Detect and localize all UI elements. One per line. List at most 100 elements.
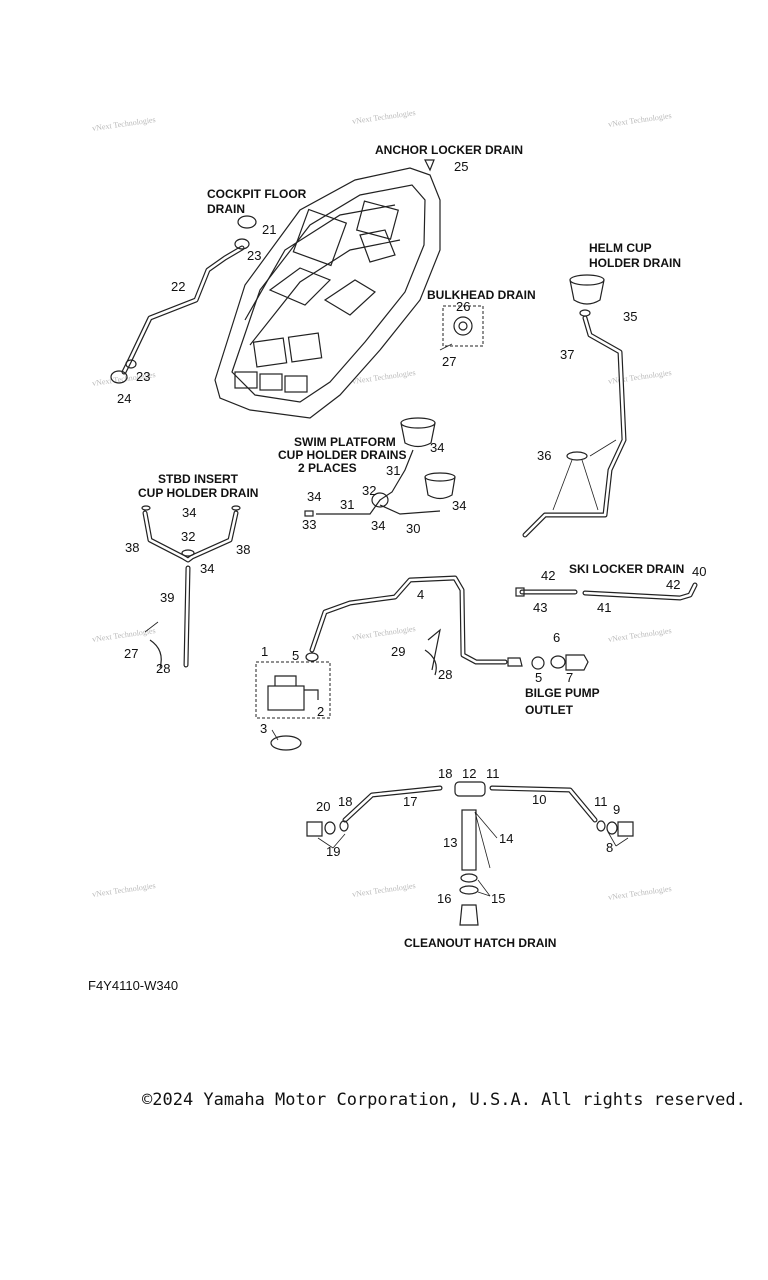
callout-23: 23 — [247, 248, 261, 263]
title-bilge-pump-outlet: BILGE PUMP — [525, 686, 600, 700]
title-cockpit-floor-drain: COCKPIT FLOOR — [207, 187, 307, 201]
watermark: vNext Technologies — [352, 624, 417, 642]
callout-42: 42 — [666, 577, 680, 592]
callout-17: 17 — [403, 794, 417, 809]
callout-42: 42 — [541, 568, 555, 583]
callout-12: 12 — [462, 766, 476, 781]
callout-25: 25 — [454, 159, 468, 174]
bilge-pump-outlet — [507, 654, 589, 671]
title-anchor-locker-drain: ANCHOR LOCKER DRAIN — [375, 143, 523, 157]
callout-34: 34 — [182, 505, 196, 520]
callout-3: 3 — [260, 721, 267, 736]
callout-28: 28 — [156, 661, 170, 676]
callout-6: 6 — [553, 630, 560, 645]
watermarks: vNext Technologies vNext Technologies vN… — [92, 108, 673, 902]
cleanout-hatch-drain — [306, 781, 634, 926]
callout-34: 34 — [452, 498, 466, 513]
bulkhead-drain-box — [439, 305, 484, 351]
callout-40: 40 — [692, 564, 706, 579]
callout-29: 29 — [391, 644, 405, 659]
drain-plug-25 — [424, 159, 435, 172]
watermark: vNext Technologies — [608, 368, 673, 386]
title-cleanout-hatch-drain: CLEANOUT HATCH DRAIN — [404, 936, 556, 950]
callout-16: 16 — [437, 891, 451, 906]
callout-18: 18 — [338, 794, 352, 809]
callout-24: 24 — [117, 391, 131, 406]
callout-14: 14 — [499, 831, 513, 846]
callout-4: 4 — [417, 587, 424, 602]
callout-43: 43 — [533, 600, 547, 615]
bilge-pump-box — [255, 661, 331, 751]
title-swim-platform: SWIM PLATFORM — [294, 435, 396, 449]
title-stbd-insert-line2: CUP HOLDER DRAIN — [138, 486, 258, 500]
title-stbd-insert: STBD INSERT — [158, 472, 239, 486]
callout-11: 11 — [486, 766, 500, 781]
title-swim-platform-line3: 2 PLACES — [298, 461, 357, 475]
callout-26: 26 — [456, 299, 470, 314]
callout-19: 19 — [326, 844, 340, 859]
section-titles: ANCHOR LOCKER DRAIN COCKPIT FLOOR DRAIN … — [138, 143, 684, 950]
callout-5: 5 — [535, 670, 542, 685]
title-bilge-pump-outlet-line2: OUTLET — [525, 703, 574, 717]
boat-hull-illustration — [214, 167, 441, 419]
callout-38: 38 — [236, 542, 250, 557]
watermark: vNext Technologies — [608, 626, 673, 644]
callout-28: 28 — [438, 667, 452, 682]
callout-37: 37 — [560, 347, 574, 362]
callout-34: 34 — [371, 518, 385, 533]
callout-34: 34 — [200, 561, 214, 576]
swim-platform-cup-holders — [304, 417, 456, 517]
watermark: vNext Technologies — [608, 111, 673, 129]
title-helm-cup-holder-drain-line2: HOLDER DRAIN — [589, 256, 681, 270]
part-callouts: 25 21 23 22 23 24 26 27 35 37 36 34 31 3… — [117, 159, 706, 906]
callout-13: 13 — [443, 835, 457, 850]
bilge-hose — [305, 575, 508, 676]
watermark: vNext Technologies — [352, 881, 417, 899]
callout-32: 32 — [181, 529, 195, 544]
callout-36: 36 — [537, 448, 551, 463]
cockpit-drain-hose — [110, 159, 435, 384]
callout-7: 7 — [566, 670, 573, 685]
drain-fitting-21 — [237, 215, 257, 229]
helm-cup-holder — [522, 274, 627, 538]
callout-33: 33 — [302, 517, 316, 532]
callout-1: 1 — [261, 644, 268, 659]
diagram-code: F4Y4110-W340 — [88, 978, 179, 993]
callout-11: 11 — [594, 794, 608, 809]
callout-39: 39 — [160, 590, 174, 605]
title-swim-platform-line2: CUP HOLDER DRAINS — [278, 448, 406, 462]
callout-5: 5 — [292, 648, 299, 663]
callout-23: 23 — [136, 369, 150, 384]
callout-30: 30 — [406, 521, 420, 536]
watermark: vNext Technologies — [92, 115, 157, 133]
watermark: vNext Technologies — [92, 881, 157, 899]
callout-21: 21 — [262, 222, 276, 237]
callout-41: 41 — [597, 600, 611, 615]
callout-38: 38 — [125, 540, 139, 555]
callout-9: 9 — [613, 802, 620, 817]
watermark: vNext Technologies — [92, 626, 157, 644]
callout-32: 32 — [362, 483, 376, 498]
callout-8: 8 — [606, 840, 613, 855]
title-ski-locker-drain: SKI LOCKER DRAIN — [569, 562, 684, 576]
watermark: vNext Technologies — [608, 884, 673, 902]
callout-27: 27 — [442, 354, 456, 369]
title-bulkhead-drain: BULKHEAD DRAIN — [427, 288, 536, 302]
callout-34: 34 — [430, 440, 444, 455]
callout-31: 31 — [386, 463, 400, 478]
title-helm-cup-holder-drain: HELM CUP — [589, 241, 652, 255]
callout-18: 18 — [438, 766, 452, 781]
stbd-cup-holder-drain — [141, 505, 241, 669]
callout-34: 34 — [307, 489, 321, 504]
callout-35: 35 — [623, 309, 637, 324]
callout-2: 2 — [317, 704, 324, 719]
callout-10: 10 — [532, 792, 546, 807]
ski-locker-drain — [515, 582, 698, 601]
callout-15: 15 — [491, 891, 505, 906]
copyright-notice: ©2024 Yamaha Motor Corporation, U.S.A. A… — [142, 1090, 746, 1110]
title-cockpit-floor-drain-line2: DRAIN — [207, 202, 245, 216]
callout-27: 27 — [124, 646, 138, 661]
callout-22: 22 — [171, 279, 185, 294]
watermark: vNext Technologies — [352, 108, 417, 126]
